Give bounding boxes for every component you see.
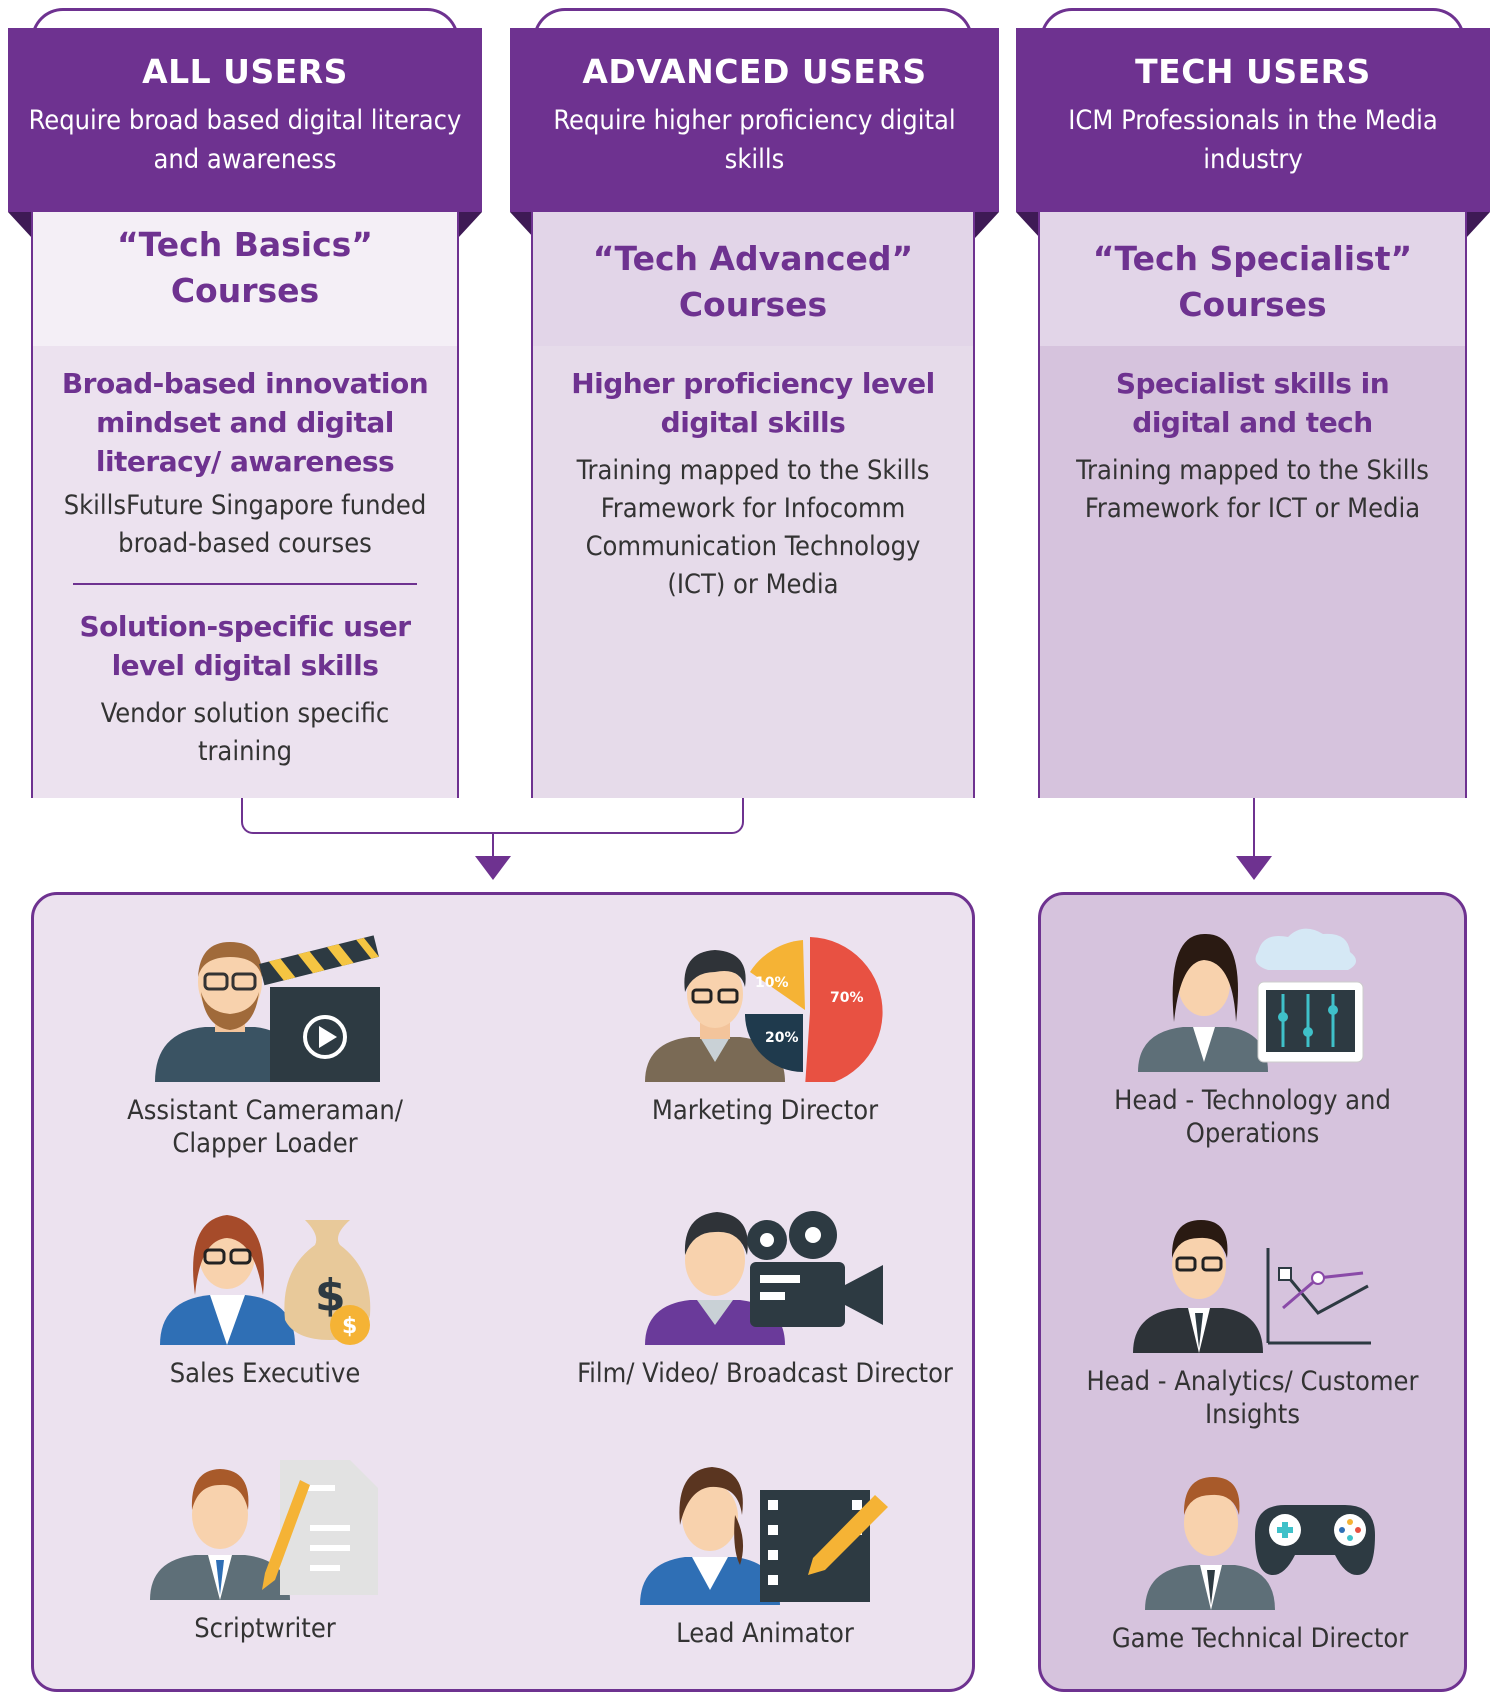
banner-tech-users: TECH USERS ICM Professionals in the Medi… xyxy=(1016,28,1490,212)
role-label: Scriptwriter xyxy=(194,1613,336,1644)
section-text: Training mapped to the Skills Framework … xyxy=(1076,455,1429,524)
banner-all-users: ALL USERS Require broad based digital li… xyxy=(8,28,482,212)
role-label: Head - Analytics/ Customer Insights xyxy=(1086,1366,1419,1430)
game-controller-icon xyxy=(1145,1477,1375,1610)
arrow-down-icon xyxy=(475,856,511,880)
course-card-tech-basics: “Tech Basics” Courses Broad-based innova… xyxy=(31,212,459,798)
role-label: Lead Animator xyxy=(676,1618,854,1649)
course-title-line2: Courses xyxy=(678,285,828,324)
director-camera-icon xyxy=(645,1211,883,1345)
scriptwriter-document-icon xyxy=(150,1460,378,1600)
connector-line xyxy=(1253,798,1255,856)
course-card-tech-advanced: “Tech Advanced” Courses Higher proficien… xyxy=(531,212,975,798)
section-heading: Higher proficiency level digital skills xyxy=(571,367,935,439)
arrow-down-icon xyxy=(1236,856,1272,880)
ribbon-fold xyxy=(8,212,32,238)
role-film-director: Film/ Video/ Broadcast Director xyxy=(560,1200,970,1390)
section-heading: Broad-based innovation mindset and digit… xyxy=(61,367,429,478)
course-title-line1: “Tech Specialist” xyxy=(1092,239,1413,278)
ribbon-fold xyxy=(458,212,482,238)
course-body: Specialist skills in digital and tech Tr… xyxy=(1040,346,1465,798)
connector-bracket xyxy=(241,798,744,834)
ribbon-fold xyxy=(510,212,534,238)
role-label: Sales Executive xyxy=(169,1358,361,1389)
column-subtitle: Require higher proficiency digital skill… xyxy=(553,105,956,175)
column-subtitle: Require broad based digital literacy and… xyxy=(28,105,462,175)
banner-advanced-users: ADVANCED USERS Require higher proficienc… xyxy=(510,28,999,212)
column-title: ALL USERS xyxy=(142,52,348,91)
column-title: TECH USERS xyxy=(1135,52,1371,91)
pie-label: 70% xyxy=(830,990,864,1006)
role-label: Marketing Director xyxy=(651,1095,879,1126)
role-marketing-director: 10% 20% 70% Marketing Director xyxy=(600,932,930,1127)
role-sales-executive: $ $ Sales Executive xyxy=(100,1200,430,1390)
tech-operations-cloud-icon xyxy=(1137,928,1363,1072)
connector-line xyxy=(492,834,494,856)
section-text: Vendor solution specific training xyxy=(100,698,390,767)
course-title-line1: “Tech Basics” xyxy=(116,225,373,264)
role-head-technology-operations: Head - Technology and Operations xyxy=(1080,922,1425,1150)
role-label: Head - Technology and Operations xyxy=(1114,1085,1391,1149)
course-title-line2: Courses xyxy=(170,271,320,310)
section-text: Training mapped to the Skills Framework … xyxy=(576,455,930,600)
section-heading: Solution-specific user level digital ski… xyxy=(79,610,411,682)
pie-label: 20% xyxy=(765,1030,799,1046)
course-title-line2: Courses xyxy=(1178,285,1327,324)
roles-panel-tech xyxy=(1038,892,1467,1692)
course-title: “Tech Specialist” Courses xyxy=(1040,212,1465,346)
sales-money-bag-icon: $ $ xyxy=(160,1215,371,1345)
role-game-technical-director: Game Technical Director xyxy=(1080,1465,1440,1655)
divider xyxy=(73,583,417,585)
course-title-line1: “Tech Advanced” xyxy=(592,239,914,278)
role-label: Assistant Cameraman/ Clapper Loader xyxy=(127,1095,403,1159)
role-lead-animator: Lead Animator xyxy=(600,1455,930,1650)
svg-text:$: $ xyxy=(342,1314,357,1339)
column-title: ADVANCED USERS xyxy=(582,52,927,91)
cameraman-clapperboard-icon xyxy=(155,935,380,1082)
role-head-analytics: Head - Analytics/ Customer Insights xyxy=(1080,1208,1425,1431)
role-label: Film/ Video/ Broadcast Director xyxy=(577,1358,953,1389)
ribbon-fold xyxy=(1466,212,1490,238)
course-title: “Tech Basics” Courses xyxy=(33,212,457,346)
course-body: Higher proficiency level digital skills … xyxy=(533,346,973,798)
course-body: Broad-based innovation mindset and digit… xyxy=(33,346,457,798)
analytics-line-chart-icon xyxy=(1132,1220,1371,1353)
pie-label: 10% xyxy=(755,975,789,991)
marketing-pie-chart-icon: 10% 20% 70% xyxy=(645,937,883,1082)
course-title: “Tech Advanced” Courses xyxy=(533,212,973,346)
animator-film-pencil-icon xyxy=(640,1467,888,1605)
ribbon-fold xyxy=(975,212,999,238)
role-assistant-cameraman: Assistant Cameraman/ Clapper Loader xyxy=(100,932,430,1160)
role-label: Game Technical Director xyxy=(1111,1623,1409,1654)
course-card-tech-specialist: “Tech Specialist” Courses Specialist ski… xyxy=(1038,212,1467,798)
section-heading: Specialist skills in digital and tech xyxy=(1115,367,1390,439)
role-scriptwriter: Scriptwriter xyxy=(100,1455,430,1645)
section-text: SkillsFuture Singapore funded broad-base… xyxy=(63,490,427,559)
column-subtitle: ICM Professionals in the Media industry xyxy=(1068,105,1438,175)
ribbon-fold xyxy=(1016,212,1040,238)
